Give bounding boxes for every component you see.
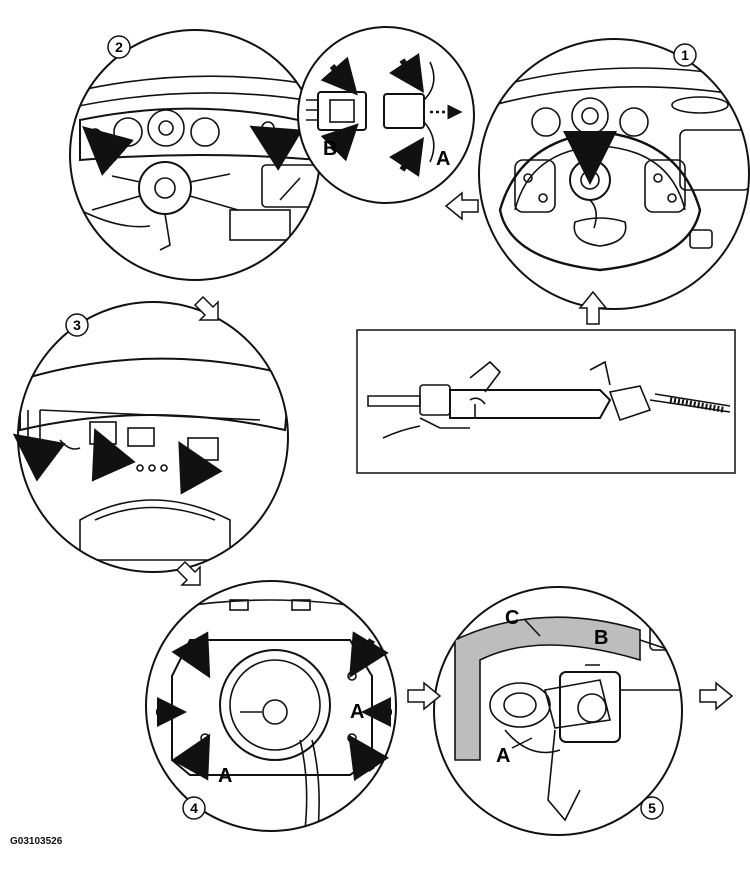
step3-number: 3 — [73, 317, 81, 333]
steering-column-illustration — [356, 329, 736, 474]
step4-callout-a-left: A — [218, 765, 232, 787]
figure-code: G03103526 — [10, 836, 63, 847]
step2-callout-a: A — [436, 148, 450, 170]
step5-callout-a: A — [496, 745, 510, 767]
step1-number: 1 — [681, 47, 689, 63]
step2-dash-panel: 2 — [69, 29, 321, 281]
arrow-2-to-3 — [193, 295, 219, 321]
flow-arrows — [175, 191, 734, 711]
step2-number: 2 — [115, 39, 123, 55]
arrow-3-to-4 — [175, 560, 201, 586]
arrow-1-to-2 — [444, 191, 479, 221]
arrow-4-to-5 — [407, 681, 442, 711]
step1-wheel-panel: 1 — [478, 38, 750, 310]
step2-callout-b: B — [323, 138, 337, 160]
step4-clockspring-panel: A A 4 — [145, 580, 397, 832]
step5-callout-c: C — [505, 607, 519, 629]
step5-callout-b: B — [594, 627, 608, 649]
step4-number: 4 — [190, 800, 198, 816]
arrow-column-to-1 — [578, 290, 608, 325]
step2-connector-zoom: B A — [297, 26, 475, 204]
step5-column-panel: C B A 5 — [433, 586, 683, 836]
arrow-5-out — [699, 681, 734, 711]
step3-trim-panel: 3 — [12, 301, 289, 573]
step5-number: 5 — [648, 800, 656, 816]
step4-callout-a-right: A — [350, 701, 364, 723]
